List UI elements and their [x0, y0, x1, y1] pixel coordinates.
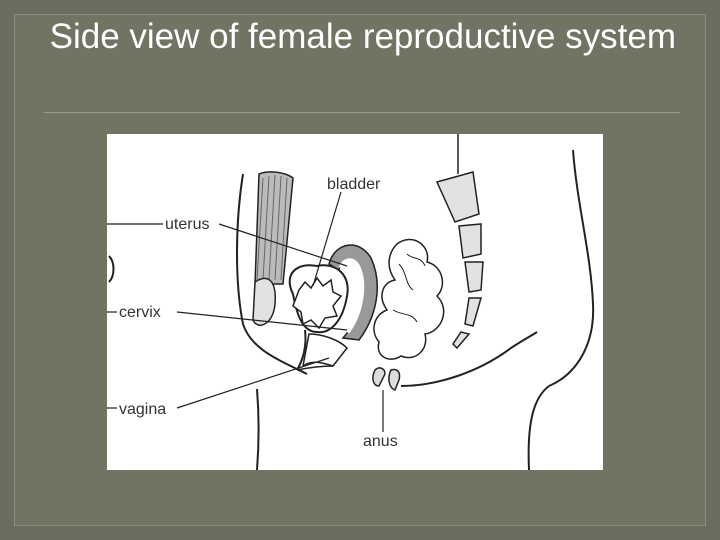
rectum-shape [373, 238, 445, 360]
label-anus: anus [363, 433, 398, 450]
label-uterus: uterus [165, 216, 209, 233]
label-cervix: cervix [119, 304, 161, 321]
title-divider [44, 112, 680, 113]
perineum-outline [400, 331, 538, 387]
pubic-bone [252, 277, 276, 326]
anatomy-figure: bladder uterus cervix vagina anus [107, 134, 603, 470]
sacrum-segment-2 [458, 223, 482, 259]
buttock-outline [527, 385, 550, 470]
urethra [296, 329, 307, 371]
sacrum-segment-1 [435, 171, 480, 223]
left-edge-structure [108, 255, 115, 283]
rectum-folds [392, 253, 426, 323]
anatomy-diagram: bladder uterus cervix vagina anus [107, 134, 595, 470]
label-bladder: bladder [327, 176, 381, 193]
uterus-cavity [338, 258, 365, 334]
rectus-muscle-striations [256, 174, 288, 281]
vulva [296, 365, 334, 371]
anal-canal-right [388, 368, 401, 391]
front-thigh-outline [256, 388, 260, 470]
back-outline [548, 149, 595, 387]
leader-lines [107, 191, 384, 432]
vagina-shape [301, 333, 348, 368]
sacrum-segment-3 [464, 261, 484, 293]
slide-title: Side view of female reproductive system [49, 17, 676, 56]
anal-canal-left [372, 367, 386, 387]
coccyx-segment [464, 297, 482, 327]
label-vagina: vagina [119, 401, 166, 418]
coccyx-tip [452, 331, 471, 350]
